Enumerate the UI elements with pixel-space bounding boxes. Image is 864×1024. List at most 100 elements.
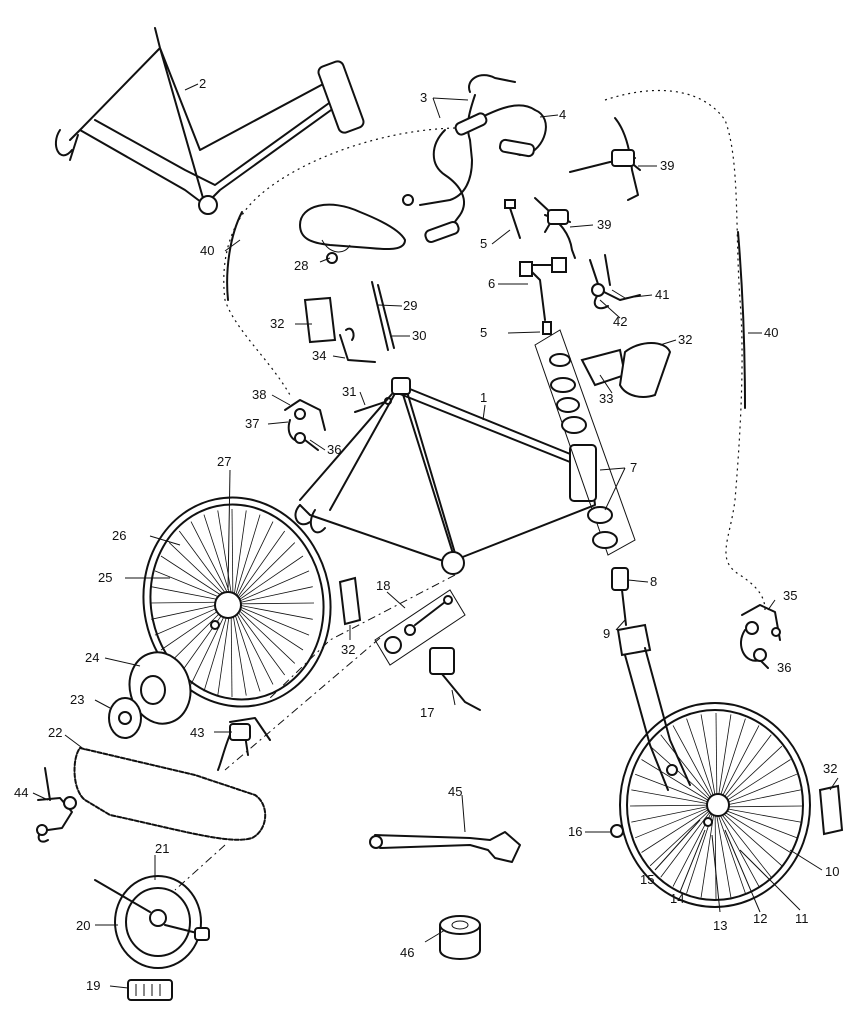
part-stem <box>519 257 567 321</box>
wheel-spoke <box>151 602 227 620</box>
wheel-spoke <box>721 805 803 808</box>
wheel-spoke <box>720 745 783 804</box>
callout-32-lower-right: 32 <box>823 761 837 776</box>
wheel-spoke <box>154 570 227 601</box>
wheel-spoke <box>672 725 715 801</box>
callout-30: 30 <box>412 328 426 343</box>
wheel-spoke <box>717 714 732 801</box>
wheel-spoke <box>720 809 791 853</box>
wheel-spoke <box>649 808 712 867</box>
callout-32-center: 32 <box>341 642 355 657</box>
wheel-spoke <box>235 607 296 664</box>
callout-19: 19 <box>86 978 100 993</box>
wheel-spoke <box>721 807 801 823</box>
wheel-spoke <box>635 773 711 804</box>
wheel-spoke <box>178 606 228 676</box>
callout-23: 23 <box>70 692 84 707</box>
wheel-spoke <box>717 811 760 887</box>
part-headset-stack <box>534 321 636 556</box>
wheel-spoke <box>718 718 746 801</box>
part-chain <box>73 747 267 841</box>
callout-3: 3 <box>420 90 427 105</box>
callout-6: 6 <box>488 276 495 291</box>
callout-39-upper: 39 <box>660 158 674 173</box>
callout-45: 45 <box>448 784 462 799</box>
callout-41: 41 <box>655 287 669 302</box>
wheel-spoke <box>235 521 274 599</box>
wheel-spoke <box>237 555 304 602</box>
wheel-spoke <box>635 806 711 839</box>
wheel-spoke <box>631 805 711 823</box>
wheel-spoke <box>700 714 717 801</box>
wheel-spoke <box>715 712 718 801</box>
wheel-spoke <box>234 607 286 676</box>
wheel-spoke <box>660 809 712 878</box>
part-wrench <box>369 831 521 863</box>
wheel-spoke <box>714 811 717 900</box>
callout-7: 7 <box>630 460 637 475</box>
part-brake-lever-upper <box>569 117 641 201</box>
wheel-spoke <box>721 789 801 807</box>
part-front-caliper-right <box>740 604 781 669</box>
part-main-frame <box>294 377 597 575</box>
callout-32-upper: 32 <box>270 316 284 331</box>
callout-8: 8 <box>650 574 657 589</box>
part-handlebar <box>402 74 547 244</box>
part-rear-wheel <box>142 496 332 708</box>
wheel-spoke <box>719 810 783 867</box>
wheel-spoke <box>203 514 232 598</box>
part-rear-brake-caliper <box>284 399 326 451</box>
wheel-spoke <box>686 718 716 801</box>
part-seat-clamp <box>339 327 376 363</box>
wheel-spoke <box>232 608 261 692</box>
wheel-spoke <box>236 606 304 651</box>
part-front-fork <box>611 567 691 791</box>
wheel-spoke <box>715 811 732 898</box>
callout-22: 22 <box>48 725 62 740</box>
leader-lines <box>32 83 839 989</box>
callout-36-left: 36 <box>327 442 341 457</box>
wheel-spoke <box>203 608 230 692</box>
wheel-spoke <box>151 586 227 602</box>
part-brake-cables <box>223 89 766 611</box>
callout-46: 46 <box>400 945 414 960</box>
callout-34: 34 <box>312 348 326 363</box>
wheel-spoke <box>720 734 772 803</box>
part-bottom-bracket <box>374 589 466 666</box>
part-socket <box>439 915 481 960</box>
callout-18: 18 <box>376 578 390 593</box>
part-reflector-right-lower <box>818 784 844 836</box>
callout-27: 27 <box>217 454 231 469</box>
callout-35: 35 <box>783 588 797 603</box>
wheel-spoke <box>631 789 711 805</box>
wheel-spoke <box>234 514 261 598</box>
callout-5-lower: 5 <box>480 325 487 340</box>
callout-12: 12 <box>753 911 767 926</box>
wheel-spoke <box>629 804 711 807</box>
wheel-spoke <box>237 604 313 620</box>
alignment-lines <box>174 574 456 891</box>
callout-43: 43 <box>190 725 204 740</box>
part-expander-bolt <box>504 199 521 239</box>
wheel-spoke <box>178 530 230 599</box>
wheel-spoke <box>700 811 715 898</box>
callout-11: 11 <box>795 911 809 926</box>
wheel-spoke <box>721 759 791 805</box>
wheel-spoke <box>168 542 229 599</box>
callout-5-upper: 5 <box>480 236 487 251</box>
part-front-derailleur <box>36 767 77 843</box>
front-wheel-spokes <box>629 712 803 900</box>
wheel-spoke <box>716 811 746 894</box>
callout-33: 33 <box>599 391 613 406</box>
wheel-spoke <box>231 608 247 696</box>
callout-32-right: 32 <box>678 332 692 347</box>
callout-28: 28 <box>294 258 308 273</box>
wheel-spoke <box>217 510 233 598</box>
callout-26: 26 <box>112 528 126 543</box>
wheel-spoke <box>154 603 227 636</box>
part-kickstand <box>429 647 481 711</box>
wheel-spoke <box>230 608 233 698</box>
callout-36-right: 36 <box>777 660 791 675</box>
part-seat-post <box>371 281 395 351</box>
